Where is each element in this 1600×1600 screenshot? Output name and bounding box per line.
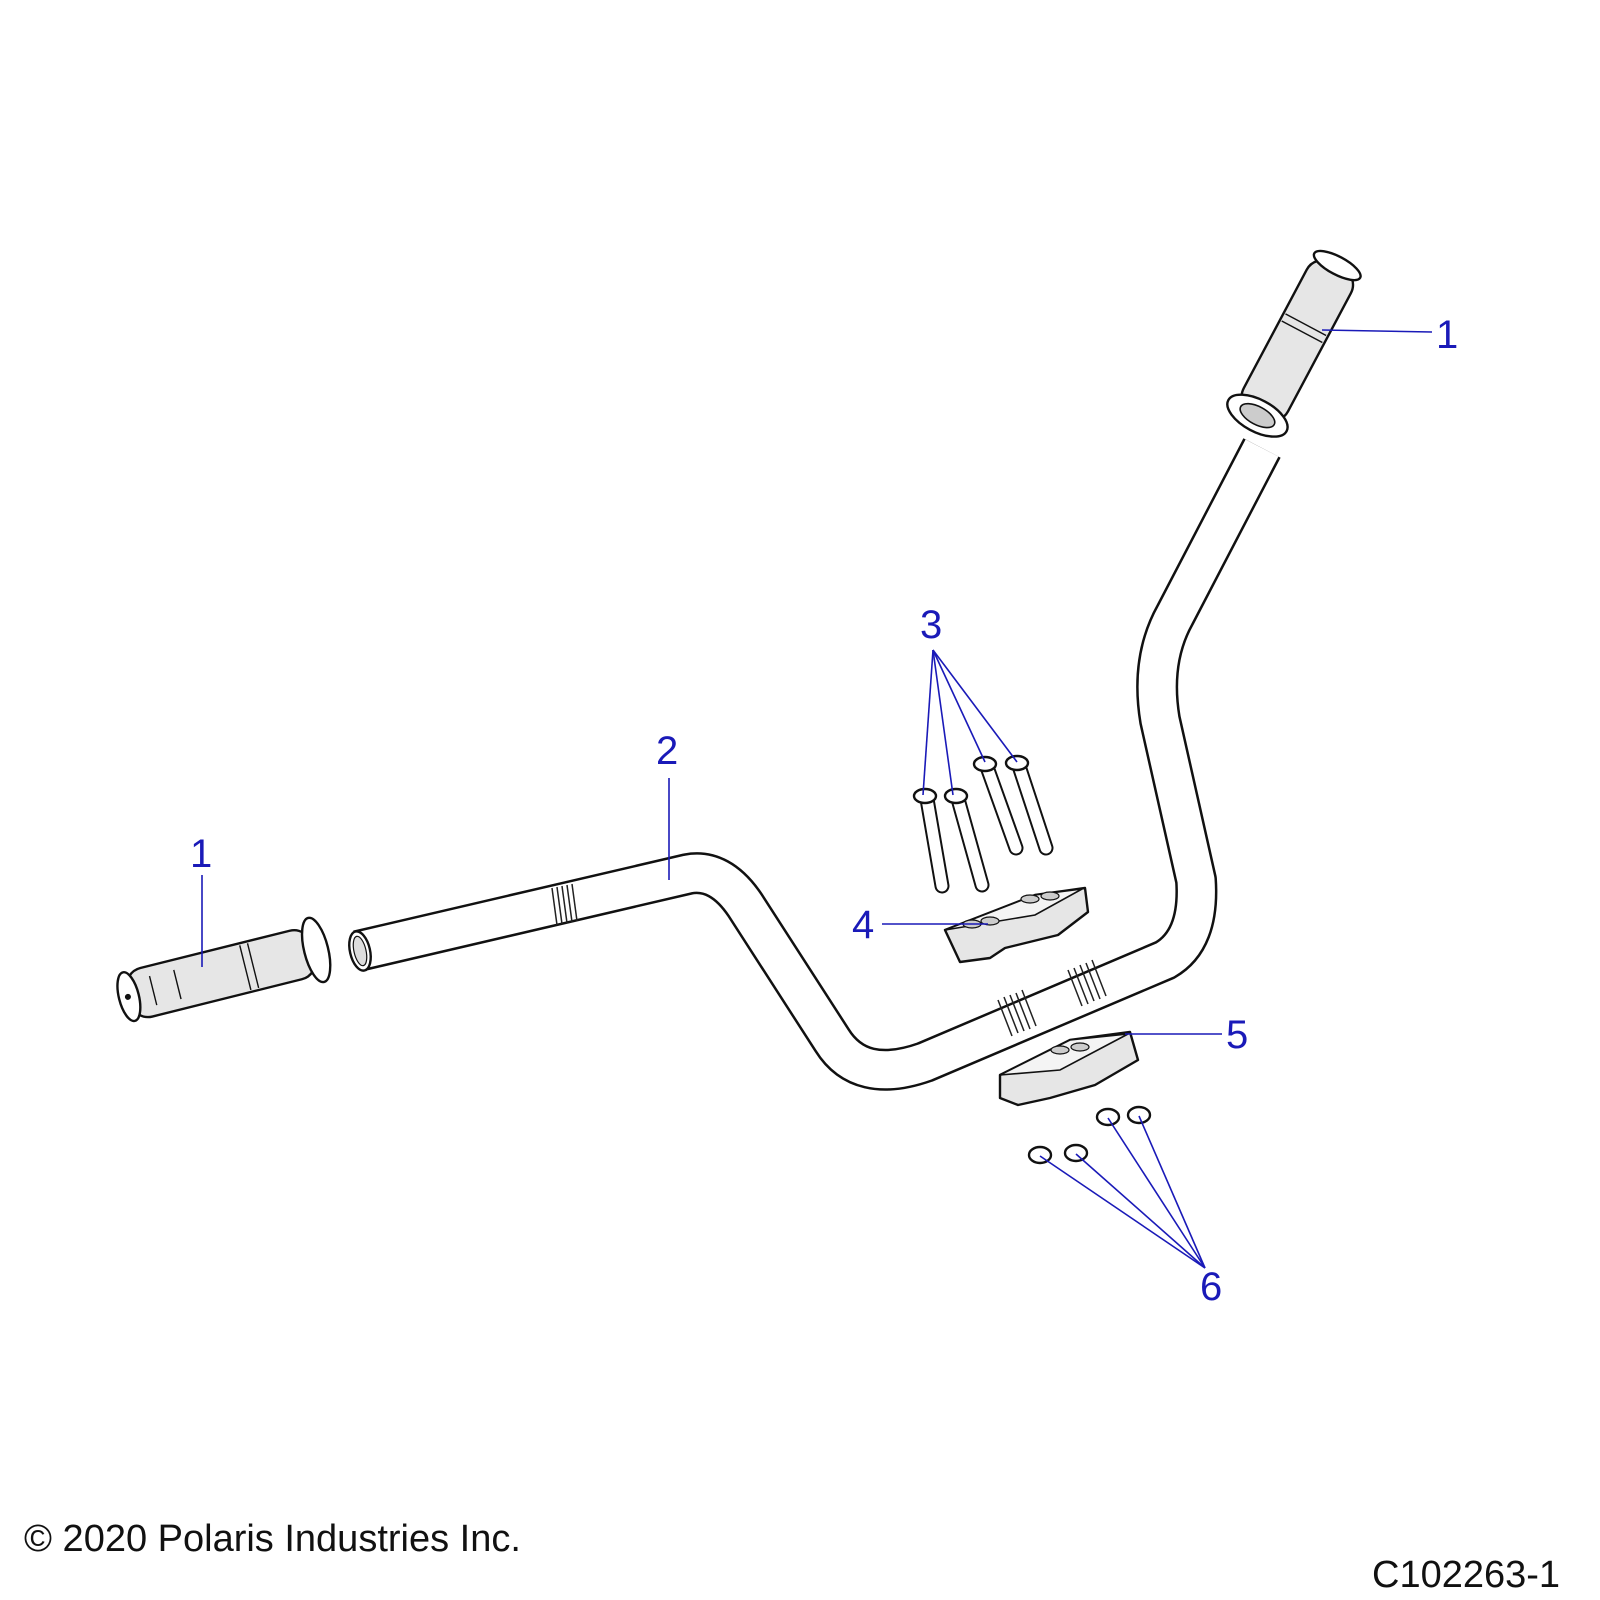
- clamp-upper: [943, 886, 1090, 964]
- drawing-id: C102263-1: [1372, 1554, 1561, 1596]
- nut: [1063, 1143, 1089, 1163]
- knurl-center-left: [997, 989, 1037, 1037]
- bolts: [912, 754, 1054, 894]
- grip-right: [1226, 249, 1362, 438]
- copyright-text: © 2020 Polaris Industries Inc.: [24, 1518, 521, 1560]
- bolt: [912, 787, 950, 894]
- handlebar: [348, 438, 1281, 1091]
- nut: [1126, 1105, 1152, 1125]
- nut: [1095, 1107, 1121, 1127]
- callout-grip-left: 1: [190, 832, 212, 876]
- callout-clamp-lower: 5: [1226, 1013, 1248, 1057]
- leader-lines: [201, 329, 1433, 1269]
- grip-left: [116, 916, 332, 1023]
- callout-grip-right: 1: [1436, 313, 1458, 357]
- nuts: [1027, 1105, 1152, 1165]
- bolt: [1004, 754, 1054, 856]
- bolt: [943, 787, 990, 893]
- callout-handlebar: 2: [656, 729, 678, 773]
- clamp-lower: [998, 1030, 1140, 1107]
- knurl-left: [551, 883, 578, 926]
- callout-bolts: 3: [920, 603, 942, 647]
- callout-nuts: 6: [1200, 1265, 1222, 1309]
- callout-clamp-upper: 4: [852, 903, 874, 947]
- knurl-center-right: [1067, 959, 1107, 1007]
- bolt: [972, 755, 1024, 856]
